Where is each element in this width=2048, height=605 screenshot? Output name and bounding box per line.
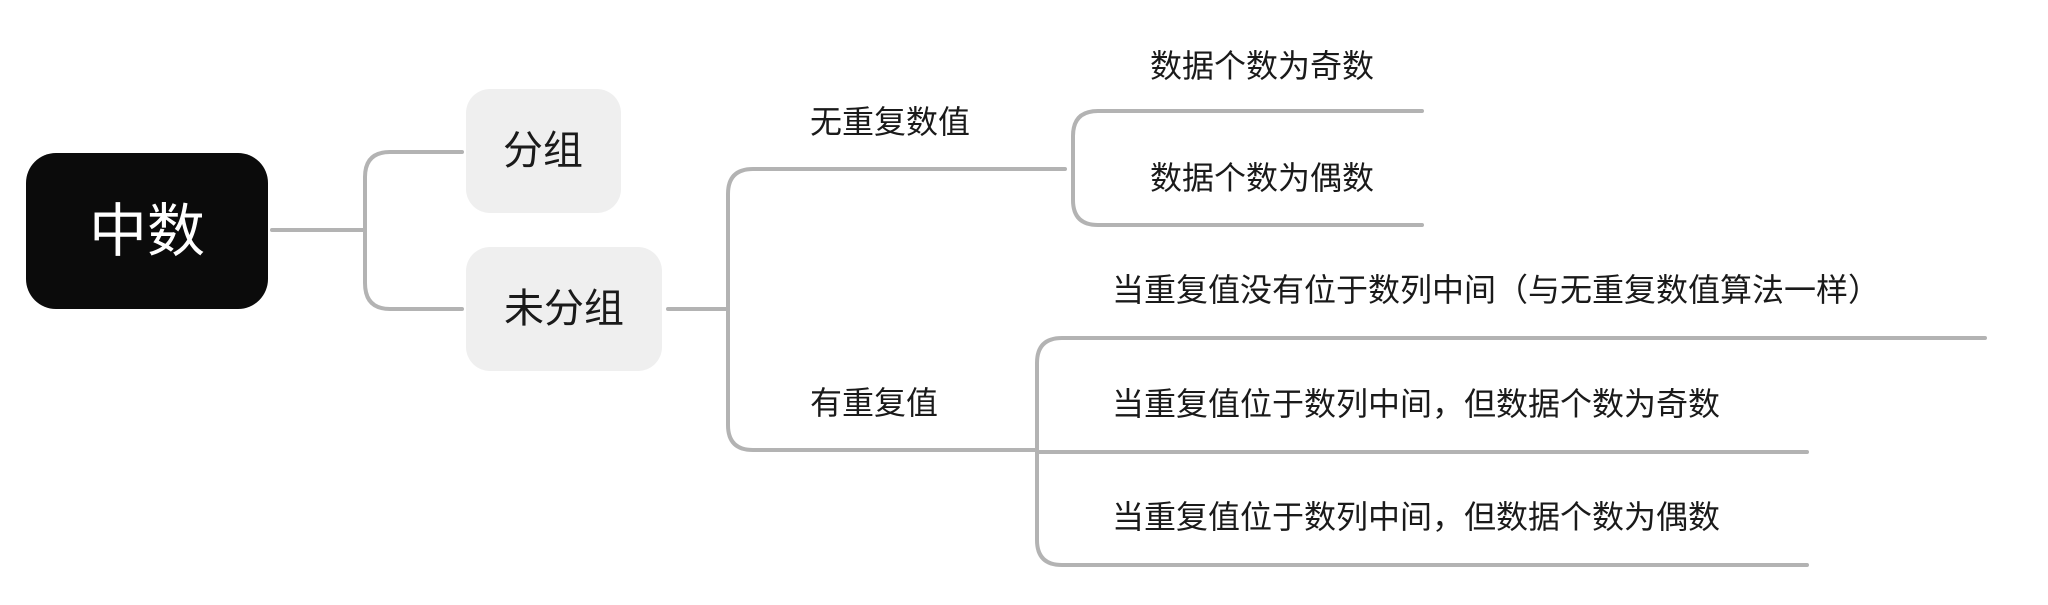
branch-node-weifenzu-label: 未分组 [504, 286, 624, 332]
leaf-youchongfu-middle-odd[interactable]: 当重复值位于数列中间，但数据个数为奇数 [1112, 385, 1720, 423]
connector-weifenzu-children [726, 167, 1067, 452]
root-node-label: 中数 [89, 197, 205, 265]
connectors [270, 109, 1987, 567]
root-node-box [26, 153, 268, 309]
leaf-wuchongfu-even[interactable]: 数据个数为偶数 [1150, 159, 1374, 197]
node-wuchongfu-label[interactable]: 无重复数值 [810, 103, 970, 141]
branch-node-weifenzu-box [466, 247, 662, 371]
root-node[interactable]: 中数 [26, 153, 268, 309]
leaf-wuchongfu-odd[interactable]: 数据个数为奇数 [1150, 47, 1374, 85]
branch-node-fenzu-box [466, 89, 621, 213]
connector-wuchongfu-children [1071, 109, 1424, 227]
branch-node-weifenzu[interactable]: 未分组 [466, 247, 662, 371]
connector-branch-fenzu [363, 150, 464, 311]
branch-node-fenzu[interactable]: 分组 [466, 89, 621, 213]
branch-node-fenzu-label: 分组 [503, 128, 583, 174]
leaf-youchongfu-middle-even[interactable]: 当重复值位于数列中间，但数据个数为偶数 [1112, 498, 1720, 536]
leaf-youchongfu-not-middle[interactable]: 当重复值没有位于数列中间（与无重复数值算法一样） [1112, 271, 1880, 309]
node-youchongfu-label[interactable]: 有重复值 [810, 384, 938, 422]
